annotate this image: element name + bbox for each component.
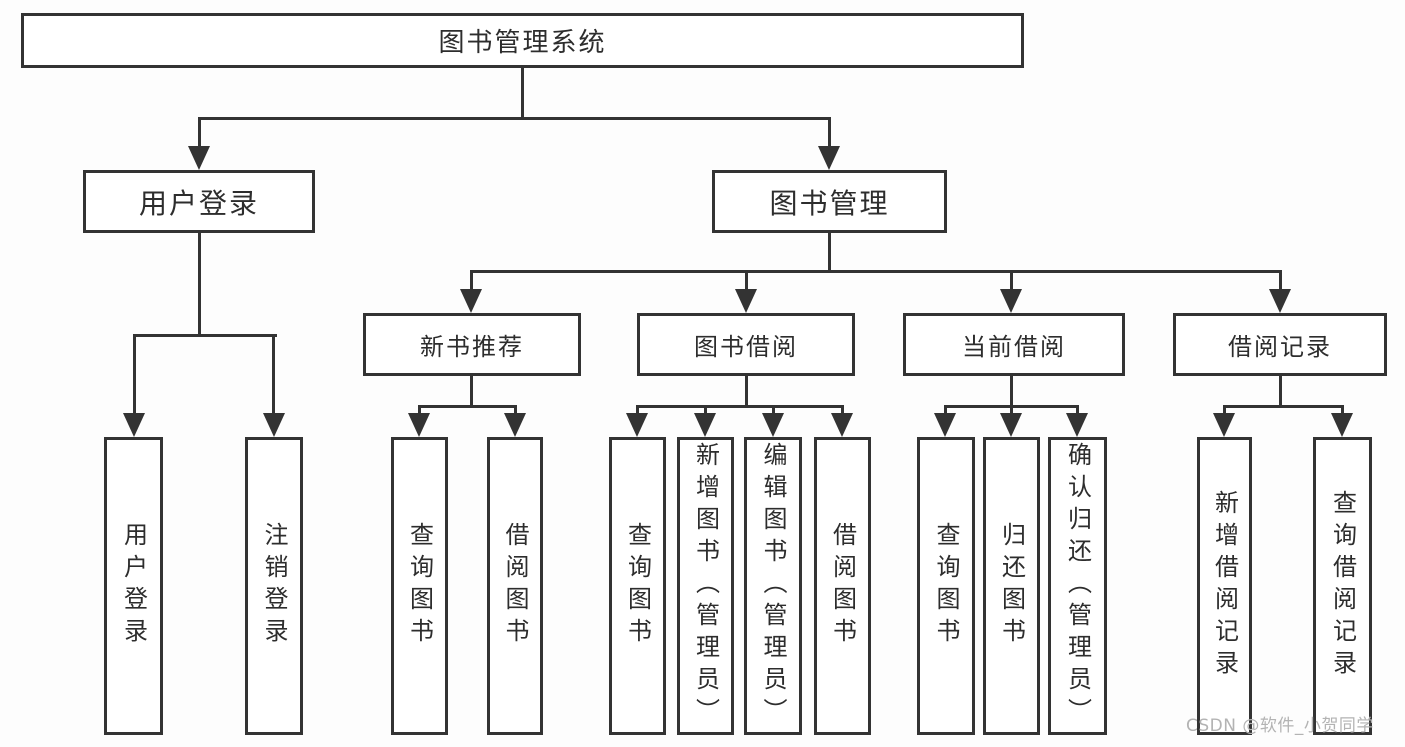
edge-drop [841,405,844,417]
arrowhead [626,413,648,437]
leaf-borrow-books: 借阅图书 [814,437,871,735]
edge-current-borrow-stub [1010,376,1013,408]
edge-drop-leaf-logout [272,334,275,416]
edge-user-login-branch [133,334,277,337]
edge-drop-leaf-login [133,334,136,416]
leaf-user-login-label: 用户登录 [119,522,148,650]
edge-root-stub [521,68,524,118]
node-user-login: 用户登录 [83,170,315,233]
leaf-query-books-recommend: 查询图书 [391,437,448,735]
leaf-add-borrow-record-label: 新增借阅记录 [1210,490,1239,682]
leaf-query-books-recommend-label: 查询图书 [405,522,434,650]
edge-drop [944,405,947,417]
node-book-borrow: 图书借阅 [637,313,855,376]
edge-borrow-records-branch [1223,405,1344,408]
edge-drop-user-login [198,117,201,149]
edge-drop [1076,405,1079,417]
leaf-query-borrow-record-label: 查询借阅记录 [1328,490,1357,682]
arrowhead [1331,413,1353,437]
leaf-user-login: 用户登录 [104,437,163,735]
edge-drop [1223,405,1226,417]
arrowhead [408,413,430,437]
edge-drop [418,405,421,417]
arrowhead [123,413,145,437]
arrowhead [263,413,285,437]
arrowhead [188,146,210,170]
leaf-add-book-admin-label: 新增图书（管理员） [691,442,720,730]
arrowhead [1000,413,1022,437]
edge-drop [1341,405,1344,417]
edge-new-book-stub [470,376,473,408]
leaf-query-borrow-record: 查询借阅记录 [1313,437,1372,735]
leaf-add-book-admin: 新增图书（管理员） [677,437,734,735]
arrowhead [818,146,840,170]
leaf-edit-book-admin: 编辑图书（管理员） [744,437,802,735]
leaf-query-books-current: 查询图书 [917,437,975,735]
edge-level3-branch [470,270,1282,273]
edge-new-book-branch [418,405,517,408]
edge-drop [704,405,707,417]
node-book-borrow-label: 图书借阅 [694,333,798,361]
edge-user-login-stub [198,233,201,336]
arrowhead [934,413,956,437]
node-library-system-label: 图书管理系统 [438,28,607,58]
node-borrow-records: 借阅记录 [1173,313,1387,376]
arrowhead [1213,413,1235,437]
node-borrow-records-label: 借阅记录 [1228,333,1332,361]
arrowhead [460,289,482,313]
leaf-add-borrow-record: 新增借阅记录 [1197,437,1252,735]
node-book-management: 图书管理 [712,170,947,233]
arrowhead [831,413,853,437]
node-current-borrow-label: 当前借阅 [962,333,1066,361]
node-book-management-label: 图书管理 [769,186,890,220]
edge-drop-new-book [470,270,473,292]
leaf-return-book-label: 归还图书 [997,522,1026,650]
arrowhead [1000,289,1022,313]
arrowhead [762,413,784,437]
node-user-login-label: 用户登录 [138,186,259,220]
node-current-borrow: 当前借阅 [903,313,1125,376]
edge-drop-current-borrow [1010,270,1013,292]
arrowhead [1269,289,1291,313]
node-new-book-recommend-label: 新书推荐 [420,333,524,361]
edge-level2-branch [198,117,831,120]
leaf-logout: 注销登录 [245,437,303,735]
leaf-query-books-borrow: 查询图书 [609,437,666,735]
node-library-system: 图书管理系统 [21,13,1024,68]
leaf-borrow-books-label: 借阅图书 [828,522,857,650]
leaf-return-book: 归还图书 [983,437,1040,735]
leaf-query-books-borrow-label: 查询图书 [623,522,652,650]
leaf-logout-label: 注销登录 [260,522,288,650]
arrowhead [735,289,757,313]
leaf-borrow-books-recommend: 借阅图书 [487,437,543,735]
edge-drop-book-mgmt [828,117,831,149]
node-new-book-recommend: 新书推荐 [363,313,581,376]
leaf-query-books-current-label: 查询图书 [932,522,960,650]
edge-drop [772,405,775,417]
arrowhead [694,413,716,437]
edge-borrow-records-stub [1279,376,1282,408]
leaf-edit-book-admin-label: 编辑图书（管理员） [759,442,787,730]
edge-drop-borrow-records [1279,270,1282,292]
edge-drop [1010,405,1013,417]
leaf-confirm-return-admin-label: 确认归还（管理员） [1063,442,1092,730]
edge-book-mgmt-stub [828,233,831,273]
arrowhead [504,413,526,437]
edge-book-borrow-stub [745,376,748,408]
leaf-borrow-books-recommend-label: 借阅图书 [501,522,529,650]
edge-drop [636,405,639,417]
edge-drop [514,405,517,417]
edge-book-borrow-branch [636,405,844,408]
leaf-confirm-return-admin: 确认归还（管理员） [1048,437,1107,735]
edge-drop-book-borrow [745,270,748,292]
csdn-watermark: CSDN @软件_小贺同学 [1186,716,1374,736]
arrowhead [1066,413,1088,437]
